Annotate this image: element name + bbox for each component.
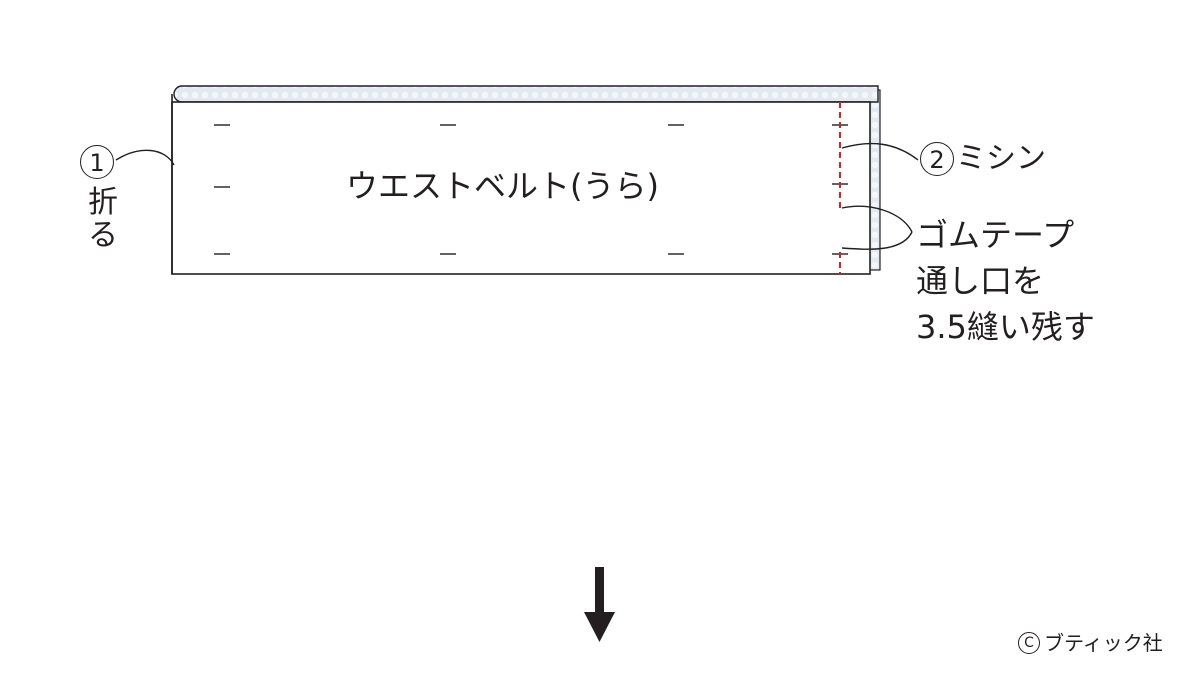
stitch-step-label: 2 ミシン bbox=[920, 142, 1046, 176]
fold-step-number: 1 bbox=[80, 145, 114, 179]
copyright-text: ブティック社 bbox=[1044, 631, 1163, 655]
fold-label: 折る bbox=[88, 185, 118, 253]
opening-line-1: ゴムテープ bbox=[916, 216, 1075, 254]
stitch-text: ミシン bbox=[956, 141, 1046, 176]
folded-top-edge bbox=[173, 85, 879, 103]
fold-number-circle: 1 bbox=[80, 145, 114, 179]
waist-belt-panel bbox=[171, 94, 871, 275]
opening-line-2: 通し口を bbox=[916, 262, 1045, 300]
opening-line-3: 3.5縫い残す bbox=[916, 308, 1095, 346]
elastic-opening-label: ゴムテープ 通し口を 3.5縫い残す bbox=[916, 212, 1095, 350]
copyright-notice: C ブティック社 bbox=[1018, 632, 1163, 654]
down-arrow-icon bbox=[584, 567, 615, 642]
stitch-number-circle: 2 bbox=[920, 142, 954, 176]
leader-lines bbox=[115, 142, 919, 250]
copyright-icon: C bbox=[1018, 632, 1040, 654]
waist-belt-label: ウエストベルト(うら) bbox=[346, 167, 659, 205]
